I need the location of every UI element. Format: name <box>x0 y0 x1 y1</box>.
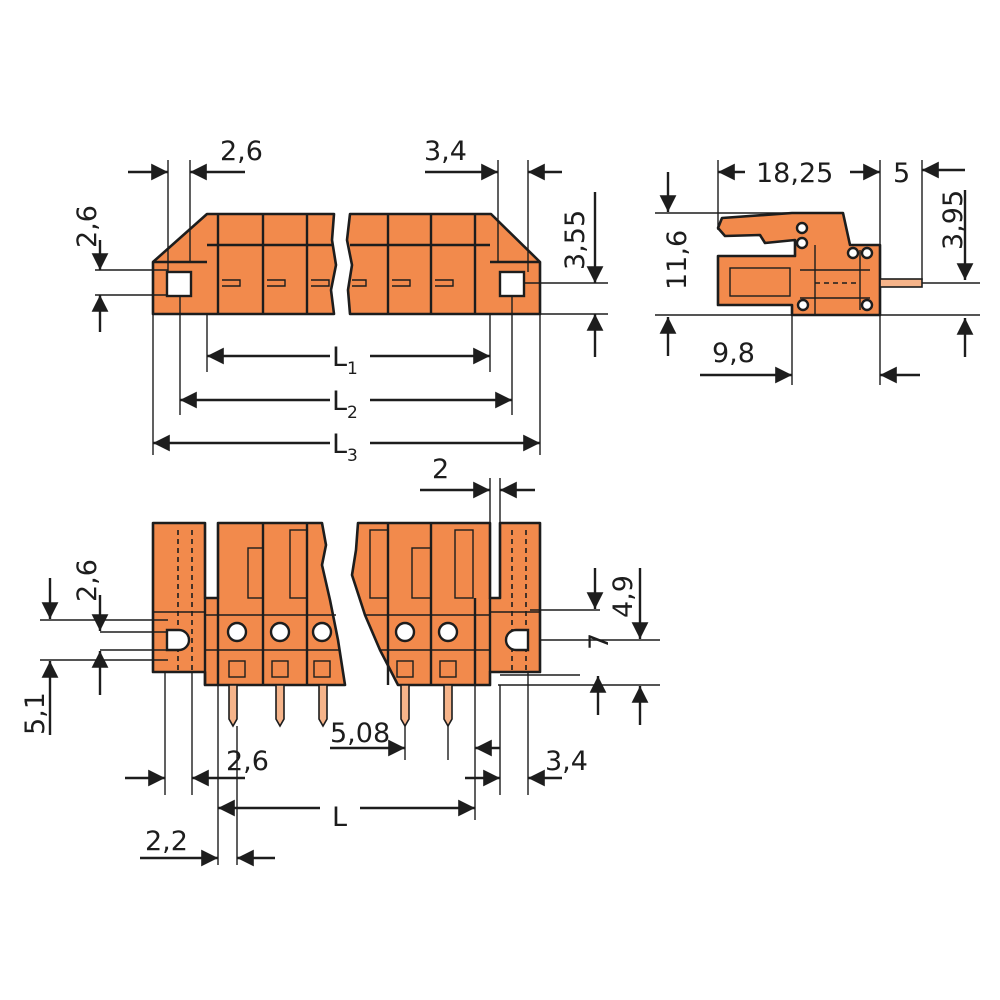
dim-L1: L1 <box>332 342 358 379</box>
front-view: 2 2,6 4,9 7 5,1 5,08 2,6 3,4 L 2,2 <box>20 454 660 867</box>
dim-side-length: 18,25 <box>756 158 833 189</box>
dim-top-right-height: 3,55 <box>560 210 591 270</box>
release-slots <box>228 660 457 678</box>
dim-front-pitch: 5,08 <box>330 718 390 749</box>
dim-front-slot: 2 <box>432 454 449 485</box>
housing-right-part <box>345 212 542 316</box>
dim-side-pin-height: 3,95 <box>938 190 969 250</box>
mounting-hole-left <box>165 270 193 298</box>
dim-top-left-offset: 2,6 <box>220 136 263 167</box>
dim-front-L: L <box>332 802 347 833</box>
dim-side-pin-length: 5 <box>893 158 910 189</box>
mount-hole-right <box>504 628 530 652</box>
pole-slots <box>222 279 454 287</box>
dim-side-height: 11,6 <box>662 230 693 290</box>
housing-left-part <box>151 212 338 316</box>
dim-L2: L2 <box>332 386 358 423</box>
top-view: 2,6 3,4 2,6 3,55 L1 L2 L3 <box>72 136 608 466</box>
dim-top-right-offset: 3,4 <box>424 136 467 167</box>
dim-front-right-offset: 3,4 <box>545 746 588 777</box>
dim-front-7: 7 <box>584 633 615 650</box>
mount-hole-left <box>165 628 191 652</box>
dim-top-left-height: 2,6 <box>72 205 103 248</box>
dim-front-right-height: 4,9 <box>608 575 639 618</box>
side-view: 18,25 5 3,95 11,6 9,8 <box>655 158 980 385</box>
screw-holes <box>226 621 459 643</box>
solder-pins <box>228 684 453 728</box>
side-pin <box>879 278 923 288</box>
side-housing <box>716 211 882 317</box>
dim-side-offset: 9,8 <box>712 338 755 369</box>
dim-front-flange: 2,2 <box>145 826 188 857</box>
dim-front-left-offset: 2,6 <box>226 746 269 777</box>
dim-L3: L3 <box>332 429 358 466</box>
mounting-hole-right <box>498 270 526 298</box>
dim-front-left-height: 2,6 <box>72 559 103 602</box>
dim-front-bottom: 5,1 <box>20 692 51 735</box>
